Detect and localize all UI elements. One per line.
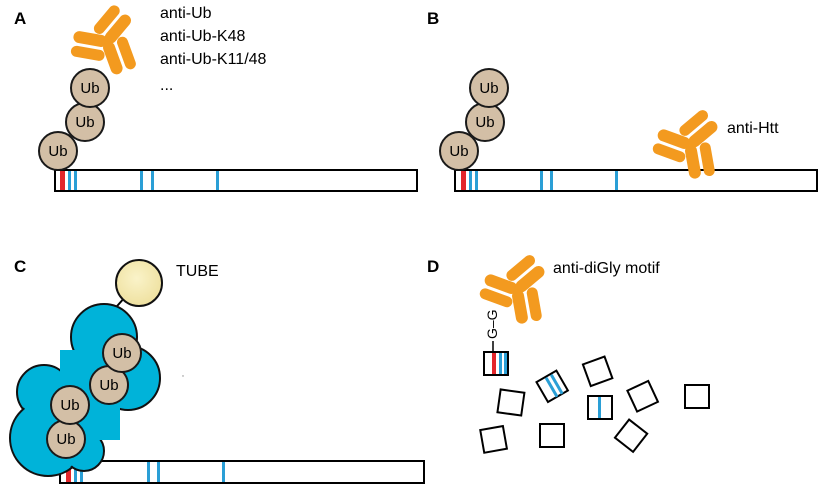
lysine-mark <box>74 171 77 190</box>
lysine-mark <box>68 171 71 190</box>
peptide-fragment <box>496 388 526 417</box>
peptide-fragment-modified <box>483 351 509 376</box>
panel-letter-a: A <box>14 9 26 28</box>
antibody-label-ellipsis: ... <box>160 77 173 94</box>
lysine-mark <box>222 462 225 482</box>
ubiquitin-label: Ub <box>449 143 468 160</box>
peptide-fragment <box>684 384 710 409</box>
ubiquitin <box>439 131 479 171</box>
ubiquitin-label: Ub <box>80 80 99 97</box>
lysine-mark <box>540 171 543 190</box>
ubiquitin-label: Ub <box>48 143 67 160</box>
lysine-mark <box>80 462 83 482</box>
tube-head <box>115 259 163 307</box>
ubiquitin-chain: Ub Ub Ub <box>439 68 509 171</box>
tube-reagent <box>9 259 163 477</box>
stray-dot <box>182 375 184 377</box>
ubiquitin-label: Ub <box>475 114 494 131</box>
lysine-mark <box>615 171 618 190</box>
lysine-mark <box>475 171 478 190</box>
ubiquitin-chain: Ub Ub Ub Ub <box>46 333 142 459</box>
peptide-fragment <box>581 355 614 388</box>
ubiquitin <box>102 333 142 373</box>
lysine-mark <box>140 171 143 190</box>
lysine-mark <box>550 171 553 190</box>
modified-lysine-mark <box>60 171 65 190</box>
panel-letter-b: B <box>427 9 439 28</box>
panel-c: C <box>9 257 425 484</box>
tube-label: TUBE <box>176 263 219 280</box>
ubiquitin <box>469 68 509 108</box>
ubiquitin-label: Ub <box>75 114 94 131</box>
peptide-fragment <box>539 423 565 448</box>
peptide-fragment <box>587 395 613 420</box>
antibody-label-anti-ub: anti-Ub <box>160 5 212 22</box>
lysine-mark <box>151 171 154 190</box>
ubiquitin-label: Ub <box>479 80 498 97</box>
peptide-fragments <box>479 351 710 454</box>
diglycine-label: G–G <box>484 309 500 339</box>
lysine-mark <box>469 171 472 190</box>
antibody-label-anti-htt: anti-Htt <box>727 120 779 137</box>
peptide-fragment <box>613 418 649 454</box>
lysine-mark <box>157 462 160 482</box>
modified-lysine-mark <box>66 462 71 482</box>
panel-b: B Ub Ub Ub anti-Htt <box>427 9 818 192</box>
peptide-fragment <box>535 369 570 404</box>
protein-strand <box>59 460 425 484</box>
panel-d: D anti-diGly motif G–G <box>427 252 710 454</box>
peptide-fragment <box>626 379 660 413</box>
ubiquitin <box>70 68 110 108</box>
lysine-mark <box>74 462 77 482</box>
lysine-mark <box>147 462 150 482</box>
lysine-mark <box>216 171 219 190</box>
ubiquitin-label: Ub <box>99 377 118 394</box>
antibody-label-anti-ub-k11-48: anti-Ub-K11/48 <box>160 51 267 68</box>
ubiquitin <box>38 131 78 171</box>
antibody-label-anti-digly-motif: anti-diGly motif <box>553 260 660 277</box>
panel-letter-d: D <box>427 257 439 276</box>
protein-strand <box>54 169 418 192</box>
ubiquitin-label: Ub <box>112 345 131 362</box>
modified-lysine-mark <box>461 171 466 190</box>
panel-letter-c: C <box>14 257 26 276</box>
ubiquitin-label: Ub <box>56 431 75 448</box>
protein-strand <box>454 169 818 192</box>
antibody-label-anti-ub-k48: anti-Ub-K48 <box>160 28 245 45</box>
ubiquitin <box>50 385 90 425</box>
ubiquitin-chain: Ub Ub Ub <box>38 68 110 171</box>
peptide-fragment <box>479 424 509 454</box>
panel-a: A Ub Ub Ub anti-Ub anti-Ub-K48 anti-Ub-K… <box>14 3 418 192</box>
ubiquitin-label: Ub <box>60 397 79 414</box>
